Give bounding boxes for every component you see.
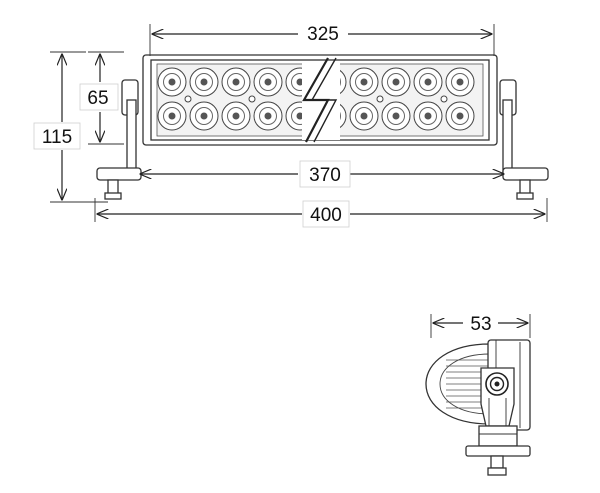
led-reflector: [419, 73, 437, 91]
left-mount-bracket: [96, 79, 142, 200]
led-emitter: [264, 112, 272, 120]
led-emitter: [392, 78, 400, 86]
dimension-depth: 53: [430, 314, 531, 338]
side-mount-foot: [465, 425, 531, 476]
led-emitter: [360, 78, 368, 86]
heat-sink: [425, 343, 491, 425]
led-emitter: [200, 78, 208, 86]
dimension-body-height: 65: [79, 51, 124, 145]
dimension-label-mount-span: 370: [309, 165, 341, 186]
led-emitter: [168, 78, 176, 86]
led-reflector: [259, 73, 277, 91]
led-reflector: [451, 107, 469, 125]
led-emitter: [424, 78, 432, 86]
led-emitter: [456, 78, 464, 86]
led-reflector: [227, 73, 245, 91]
led-emitter: [200, 112, 208, 120]
led-reflector: [259, 107, 277, 125]
led-reflector: [355, 107, 373, 125]
right-mount-bracket: [499, 79, 549, 200]
led-reflector: [387, 73, 405, 91]
housing-screw: [376, 95, 384, 103]
led-reflector: [163, 107, 181, 125]
led-emitter: [296, 78, 304, 86]
led-reflector: [387, 107, 405, 125]
side-view: 53: [425, 314, 531, 476]
led-reflector: [419, 107, 437, 125]
housing-screw: [248, 95, 256, 103]
dimension-label-body-height: 65: [87, 88, 108, 109]
led-reflector: [195, 107, 213, 125]
dimension-label-depth: 53: [470, 314, 491, 335]
led-reflector: [355, 73, 373, 91]
led-reflector: [451, 73, 469, 91]
dimension-label-overall-height: 115: [42, 127, 72, 148]
led-reflector: [163, 73, 181, 91]
break-symbol: [302, 57, 340, 143]
led-emitter: [424, 112, 432, 120]
led-emitter: [392, 112, 400, 120]
dimension-lens-span: 325: [149, 24, 495, 56]
led-emitter: [360, 112, 368, 120]
front-view: 325 370 400 115: [33, 24, 549, 228]
led-emitter: [232, 112, 240, 120]
housing-screw: [184, 95, 192, 103]
led-emitter: [264, 78, 272, 86]
led-reflector: [227, 107, 245, 125]
led-reflector: [195, 73, 213, 91]
dimension-overall-height: 115: [33, 51, 108, 203]
dimension-mount-span: 370: [140, 160, 504, 188]
led-emitter: [232, 78, 240, 86]
side-bracket: [480, 367, 515, 427]
led-emitter: [296, 112, 304, 120]
dimension-label-overall-width: 400: [310, 205, 342, 226]
led-emitter: [168, 112, 176, 120]
dimension-label-lens-span: 325: [307, 24, 339, 45]
led-emitter: [456, 112, 464, 120]
housing-screw: [440, 95, 448, 103]
dimension-overall-width: 400: [94, 198, 548, 228]
